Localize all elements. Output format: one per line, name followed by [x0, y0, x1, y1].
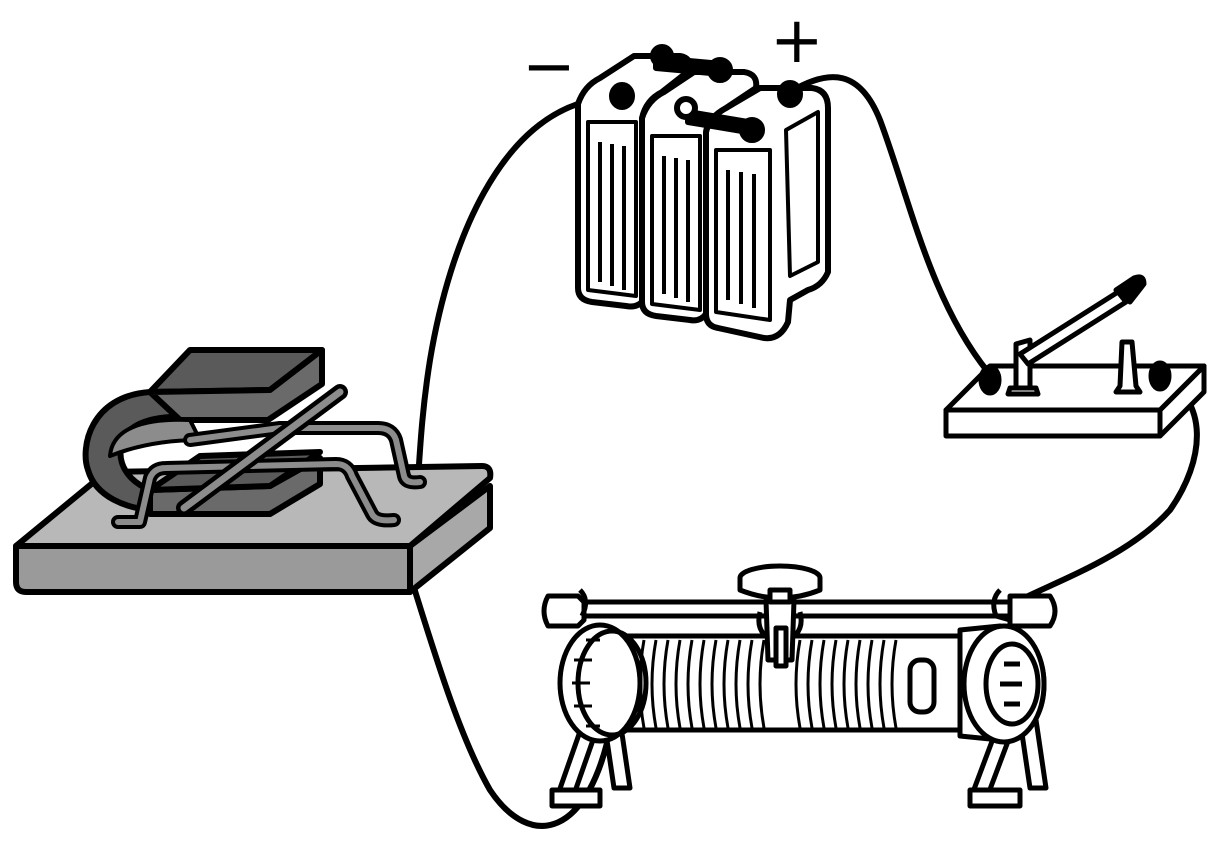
copper-rod-icon[interactable] — [176, 384, 348, 516]
battery-terminals — [609, 44, 803, 143]
rheostat-right-bracket — [991, 588, 1011, 623]
battery-terminal-post — [739, 117, 765, 143]
battery-negative-label: − — [522, 30, 576, 104]
switch-hinge-foot — [1005, 385, 1041, 397]
rheostat-slider-rod — [547, 599, 1047, 619]
rheostat-left-bracket — [578, 588, 588, 618]
base-front-face — [13, 543, 413, 595]
magnet-upper-arm-front — [147, 347, 325, 423]
battery-terminal-post — [674, 96, 698, 120]
rheostat-coil-windings — [638, 639, 898, 729]
battery-terminal-post — [650, 44, 674, 68]
switch-terminal-left[interactable] — [978, 364, 1002, 396]
rheostat-left-end — [557, 622, 649, 744]
switch-handle[interactable] — [1113, 274, 1147, 305]
wire-battery-positive-to-switch — [787, 74, 991, 375]
rheostat-left-foot — [549, 787, 603, 809]
rheostat-slider[interactable] — [737, 563, 823, 669]
rheostat-right-foot — [967, 787, 1023, 809]
rod-body — [180, 388, 344, 512]
switch-clip-post — [1113, 339, 1143, 395]
wire-battery-negative-to-rail — [415, 97, 595, 483]
battery-positive-terminal[interactable] — [777, 80, 803, 108]
switch-base-front — [943, 407, 1163, 439]
rheostat-rod-end-left — [541, 593, 587, 629]
base-side-face — [407, 483, 493, 595]
battery-negative-terminal[interactable] — [609, 82, 635, 110]
rail-front — [115, 461, 397, 525]
switch-terminal-right[interactable] — [1148, 360, 1172, 392]
switch-base-top — [943, 363, 1207, 413]
rails — [111, 421, 427, 529]
rheostat-rod-end-right[interactable] — [1007, 593, 1058, 629]
battery-positive-label: + — [770, 4, 824, 78]
rheostat-icon — [541, 563, 1058, 809]
magnet-inner-shade — [108, 417, 202, 458]
rheostat-post-right — [907, 657, 937, 715]
knife-switch-icon[interactable] — [943, 274, 1207, 439]
switch-blade[interactable] — [1017, 289, 1129, 367]
rail-back — [187, 425, 423, 486]
battery-terminal-post — [707, 57, 733, 83]
battery-cells-icon — [575, 44, 831, 342]
rheostat-right-end — [957, 623, 1047, 745]
